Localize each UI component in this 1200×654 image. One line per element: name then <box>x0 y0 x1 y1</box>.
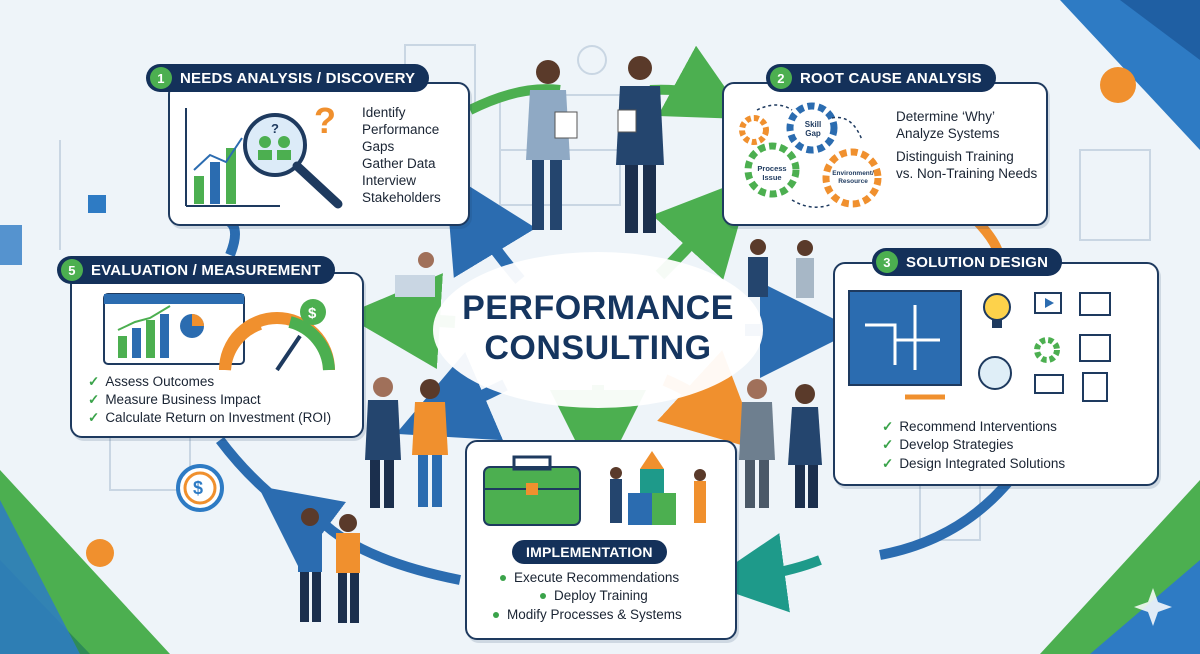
stage-title: SOLUTION DESIGN <box>906 253 1049 271</box>
stage-evaluation-badge: 5 EVALUATION / MEASUREMENT <box>57 256 336 284</box>
center-title-line2: CONSULTING <box>484 329 712 367</box>
dollar-icon <box>300 299 326 325</box>
item: vs. Non-Training Needs <box>896 166 1038 181</box>
item: Determine ‘Why’ <box>896 109 996 124</box>
checkmark-icon: ✓ <box>882 419 894 434</box>
stage-title: EVALUATION / MEASUREMENT <box>91 261 322 279</box>
gear-icon <box>822 148 882 208</box>
bullet-icon <box>540 593 546 600</box>
team-icon <box>978 356 1012 390</box>
gear-label-process-issue: Process Issue <box>757 164 787 182</box>
stage-root-cause-items: Determine ‘Why’ Analyze Systems Distingu… <box>896 108 1037 182</box>
implementation-item: Deploy Training <box>540 588 648 603</box>
evaluation-item: ✓Calculate Return on Investment (ROI) <box>88 410 332 425</box>
consultants-bottom-left <box>298 508 360 623</box>
item: Distinguish Training <box>896 149 1014 164</box>
gear-label-skill-gap: Skill Gap <box>804 120 822 138</box>
stage-number: 3 <box>876 251 898 273</box>
stage-number: 2 <box>770 67 792 89</box>
checkmark-icon: ✓ <box>88 374 100 389</box>
implementation-item: Modify Processes & Systems <box>493 607 682 622</box>
stage-solution-design-badge: 3 SOLUTION DESIGN <box>872 248 1063 276</box>
checkmark-icon: ✓ <box>882 456 894 471</box>
checkmark-icon: ✓ <box>88 392 100 407</box>
gear-label-environment: Environment/ Resource <box>832 170 874 185</box>
solution-item: ✓Recommend Interventions <box>882 419 1057 434</box>
toolbox-icon <box>483 466 581 526</box>
item: Identify <box>362 105 406 120</box>
item: Performance <box>362 122 440 137</box>
item: Stakeholders <box>362 190 441 205</box>
consultants-top <box>526 56 664 233</box>
blueprint-icon <box>848 290 962 386</box>
presentation-icon <box>1034 374 1064 394</box>
item: Interview <box>362 173 417 188</box>
implementation-illustration <box>483 451 706 526</box>
flowchart-icon <box>1079 334 1111 362</box>
svg-text:?: ? <box>271 121 279 136</box>
consultants-center-right <box>739 379 822 508</box>
evaluation-illustration: $ <box>103 293 335 372</box>
lightbulb-icon <box>983 293 1011 321</box>
stage-root-cause-badge: 2 ROOT CAUSE ANALYSIS <box>766 64 996 92</box>
stage-title: IMPLEMENTATION <box>526 544 653 560</box>
consultant-desk-left <box>395 252 435 297</box>
stage-title: NEEDS ANALYSIS / DISCOVERY <box>180 69 416 87</box>
stage-needs-analysis-items: Identify Performance Gaps Gather Data In… <box>362 104 441 206</box>
solution-item: ✓Develop Strategies <box>882 437 1014 452</box>
checkmark-icon: ✓ <box>882 437 894 452</box>
needs-analysis-illustration: ? <box>185 108 343 209</box>
checklist-icon <box>1082 372 1108 402</box>
consultants-right <box>748 239 814 298</box>
evaluation-item: ✓Measure Business Impact <box>88 392 261 407</box>
svg-text:$: $ <box>308 305 317 322</box>
solution-item: ✓Design Integrated Solutions <box>882 456 1066 471</box>
stage-number: 1 <box>150 67 172 89</box>
stage-needs-analysis-badge: 1 NEEDS ANALYSIS / DISCOVERY <box>146 64 430 92</box>
center-title-line1: PERFORMANCE <box>462 289 734 327</box>
gear-icon <box>786 102 838 154</box>
item: Gaps <box>362 139 395 154</box>
item: Gather Data <box>362 156 436 171</box>
evaluation-item: ✓Assess Outcomes <box>88 374 215 389</box>
solution-design-illustration <box>848 290 1111 402</box>
question-mark-icon: ? <box>314 100 336 141</box>
document-icon <box>1079 292 1111 316</box>
gear-icon <box>1034 337 1060 363</box>
bullet-icon <box>500 575 506 582</box>
stage-implementation-badge: IMPLEMENTATION <box>512 540 667 564</box>
bullet-icon <box>493 612 499 619</box>
stage-number: 5 <box>61 259 83 281</box>
stage-title: ROOT CAUSE ANALYSIS <box>800 69 982 87</box>
checkmark-icon: ✓ <box>88 410 100 425</box>
implementation-item: Execute Recommendations <box>500 570 679 585</box>
gear-icon <box>739 115 769 145</box>
center-title: PERFORMANCE CONSULTING <box>448 288 748 368</box>
consultants-center-left <box>365 377 448 508</box>
gear-icon <box>744 142 800 198</box>
item: Analyze Systems <box>896 126 1000 141</box>
dollar-sign-icon: $ <box>193 478 204 498</box>
root-cause-gears-illustration <box>739 102 882 208</box>
